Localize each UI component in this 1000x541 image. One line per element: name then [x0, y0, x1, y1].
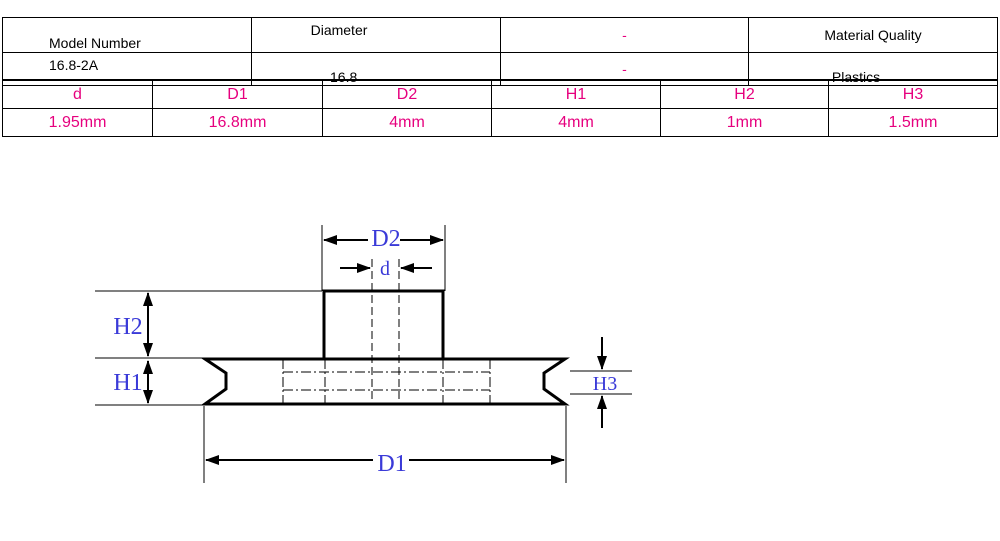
dimension-header-row: d D1 D2 H1 H2 H3	[2, 79, 998, 109]
dim-header-h1: H1	[491, 79, 661, 109]
dim-header-h2: H2	[660, 79, 829, 109]
dimension-value-row: 1.95mm 16.8mm 4mm 4mm 1mm 1.5mm	[2, 108, 998, 137]
dim-value-h3: 1.5mm	[828, 108, 998, 137]
dim-value-d1: 16.8mm	[152, 108, 323, 137]
dim-value-d2: 4mm	[322, 108, 492, 137]
bore-center-lines	[371, 259, 400, 404]
label-d2: D2	[371, 226, 400, 252]
dim-header-d2: D2	[322, 79, 492, 109]
label-d: d	[380, 258, 390, 280]
h2-dimension	[95, 290, 322, 359]
dim-header-h3: H3	[828, 79, 998, 109]
diameter-label: Diameter	[251, 17, 501, 53]
dim-value-h2: 1mm	[660, 108, 829, 137]
d1-dimension	[203, 406, 567, 483]
h1-dimension	[95, 360, 203, 406]
dimension-table: d D1 D2 H1 H2 H3 1.95mm 16.8mm 4mm 4mm 1…	[2, 79, 998, 137]
hidden-lines	[282, 359, 491, 404]
label-h2: H2	[113, 314, 142, 340]
dim-value-d: 1.95mm	[2, 108, 153, 137]
dim-value-h1: 4mm	[491, 108, 661, 137]
hub-outline	[322, 289, 445, 361]
pulley-body-outline	[200, 357, 570, 406]
h3-dimension	[570, 337, 632, 428]
dim-header-d: d	[2, 79, 153, 109]
model-number-label: Model Number	[2, 17, 252, 53]
label-d1: D1	[377, 451, 406, 477]
d2-dimension	[321, 225, 446, 291]
label-h1: H1	[113, 370, 142, 396]
label-h3: H3	[593, 373, 617, 395]
